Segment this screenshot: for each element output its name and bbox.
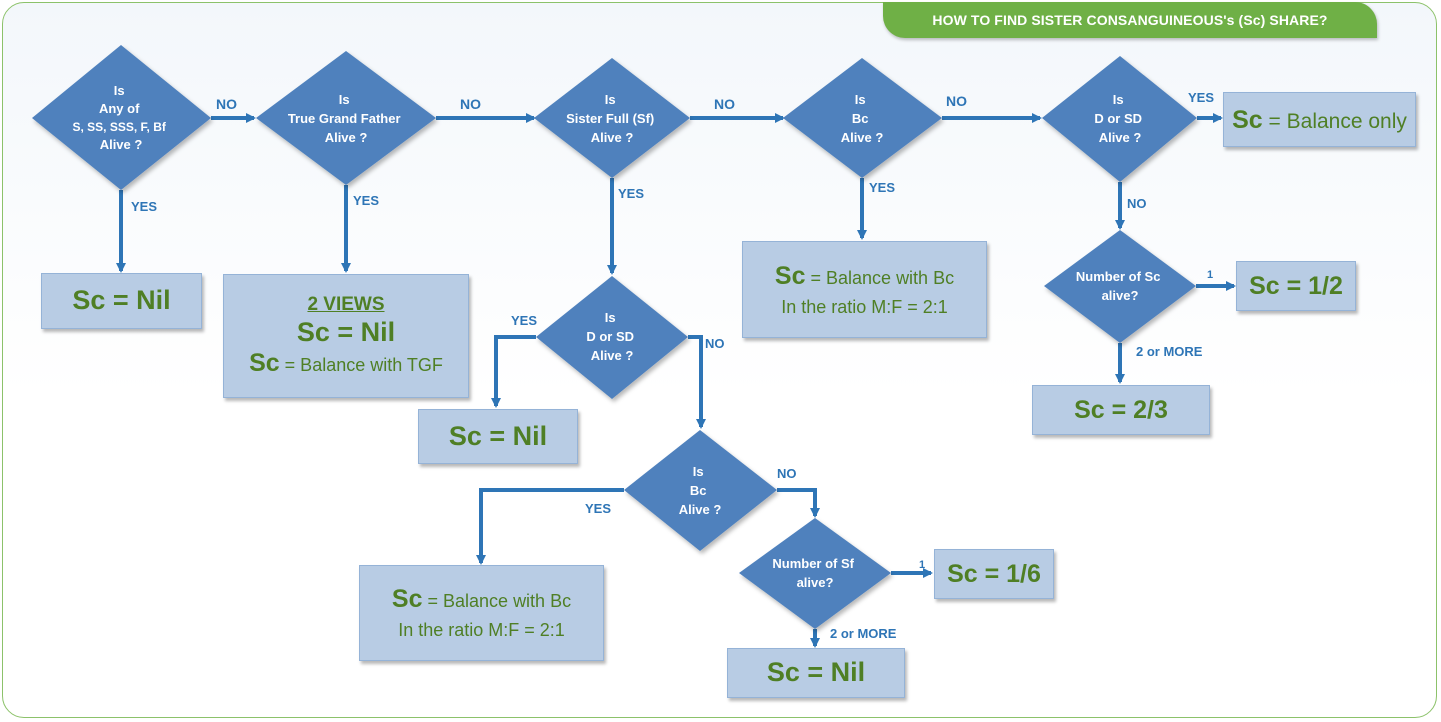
decision-d4-text: Is Bc Alive ?: [841, 92, 884, 145]
label-d6-yes: YES: [511, 313, 537, 328]
label-d3-no: NO: [714, 96, 735, 112]
label-d1-yes: YES: [131, 199, 157, 214]
result-box-r1: Sc = Nil: [41, 273, 202, 329]
page-title: HOW TO FIND SISTER CONSANGUINEOUS's (Sc)…: [883, 2, 1377, 38]
result-r9-text: Sc = 1/2: [1249, 271, 1343, 300]
result-r6-line1: Sc = Balance with Bc: [391, 585, 572, 614]
decision-d5-text: Is D or SD Alive ?: [1094, 92, 1145, 145]
label-d9-more: 2 or MORE: [1136, 344, 1203, 359]
label-d1-no: NO: [216, 96, 237, 112]
edge-d7-no: [777, 488, 820, 518]
result-r4-text: Sc = Balance only: [1232, 105, 1407, 134]
label-d7-yes: YES: [585, 501, 611, 516]
decision-d7: [624, 430, 777, 551]
decision-d3-text: Is Sister Full (Sf) Alive ?: [566, 92, 658, 145]
result-box-r4: Sc = Balance only: [1223, 92, 1416, 147]
result-r5-text: Sc = Nil: [448, 420, 548, 451]
result-r10-text: Sc = 2/3: [1074, 395, 1168, 424]
label-d2-no: NO: [460, 96, 481, 112]
result-box-r5: Sc = Nil: [418, 409, 578, 464]
decision-d8-text: Number of Sf alive?: [772, 556, 857, 590]
decision-d5: [1042, 56, 1197, 182]
decision-d6: [536, 276, 688, 399]
result-r2-heading: 2 VIEWS: [307, 294, 385, 316]
label-d5-yes: YES: [1188, 90, 1214, 105]
edge-d6-no: [688, 335, 706, 429]
result-r7-text: Sc = 1/6: [947, 559, 1041, 588]
decision-d1: [32, 45, 211, 190]
label-d6-no: NO: [705, 336, 725, 351]
decision-d4: [783, 58, 942, 178]
result-r2-line2: Sc = Balance with TGF: [249, 348, 443, 377]
edge-d6-yes: [491, 335, 536, 408]
decision-d3: [534, 58, 690, 178]
decision-d2-text: Is True Grand Father Alive ?: [288, 92, 404, 145]
result-r6-line2: In the ratio M:F = 2:1: [398, 620, 565, 641]
decision-d9-text: Number of Sc alive?: [1076, 269, 1164, 303]
decision-d7-text: Is Bc Alive ?: [679, 464, 722, 517]
decision-d2: [256, 51, 436, 185]
result-box-r3: Sc = Balance with Bc In the ratio M:F = …: [742, 241, 987, 338]
label-d3-yes: YES: [618, 186, 644, 201]
result-r8-text: Sc = Nil: [766, 657, 866, 688]
label-d4-yes: YES: [869, 180, 895, 195]
label-d2-yes: YES: [353, 193, 379, 208]
decision-d8: [739, 518, 891, 629]
result-box-r9: Sc = 1/2: [1236, 261, 1356, 311]
label-d7-no: NO: [777, 466, 797, 481]
decision-d1-text: Is Any of S, SS, SSS, F, Bf Alive ?: [73, 83, 170, 152]
label-d4-no: NO: [946, 93, 967, 109]
decision-d6-text: Is D or SD Alive ?: [586, 310, 637, 363]
label-d8-more: 2 or MORE: [830, 626, 897, 641]
result-r3-line2: In the ratio M:F = 2:1: [781, 296, 948, 317]
result-r1-text: Sc = Nil: [72, 285, 171, 316]
label-d9-one: 1: [1207, 269, 1213, 281]
result-box-r10: Sc = 2/3: [1032, 385, 1210, 435]
result-box-r6: Sc = Balance with Bc In the ratio M:F = …: [359, 565, 604, 661]
result-r2-line1: Sc = Nil: [296, 316, 396, 347]
label-d8-one: 1: [919, 559, 925, 571]
result-box-r2: 2 VIEWS Sc = Nil Sc = Balance with TGF: [223, 274, 469, 398]
decision-d9: [1044, 230, 1196, 343]
label-d5-no: NO: [1127, 196, 1147, 211]
result-r3-line1: Sc = Balance with Bc: [774, 261, 955, 290]
result-box-r8: Sc = Nil: [727, 648, 905, 698]
edge-d7-yes: [476, 488, 624, 565]
result-box-r7: Sc = 1/6: [934, 549, 1054, 599]
